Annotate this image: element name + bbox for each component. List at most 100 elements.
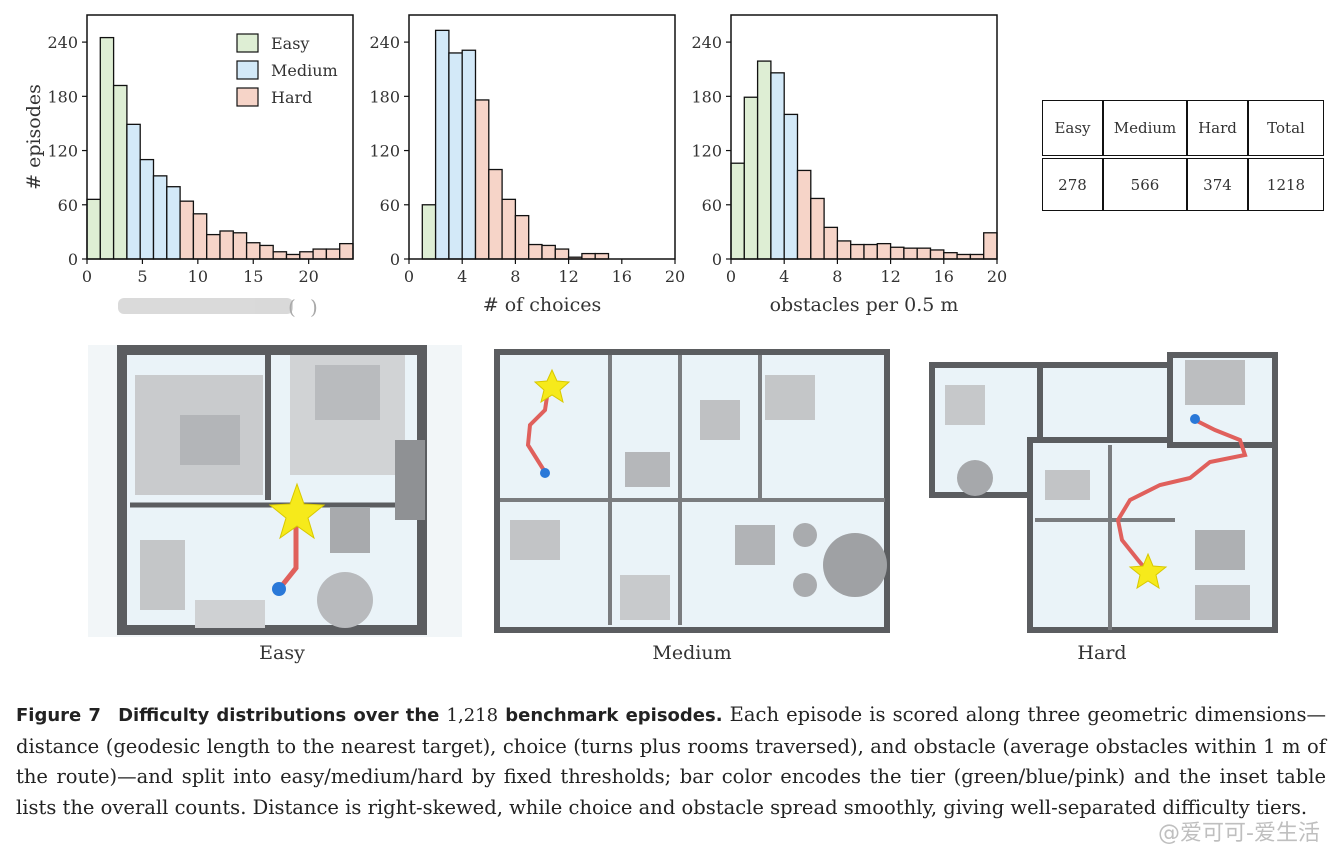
histogram-bar [272, 251, 288, 260]
histogram-bar [461, 49, 477, 260]
panel-caption-medium: Medium [652, 642, 732, 664]
y-tick-label: 60 [58, 196, 78, 215]
x-tick-label: 4 [779, 267, 789, 286]
table-value-total: 1218 [1248, 158, 1324, 211]
histogram-bar [903, 247, 918, 260]
histogram-bar [219, 230, 234, 260]
table-value-easy: 278 [1042, 158, 1103, 211]
watermark-text: @爱可可-爱生活 [1158, 821, 1320, 846]
panel-caption-hard: Hard [1077, 642, 1127, 664]
table-header-medium: Medium [1103, 100, 1187, 156]
figure-title: Difficulty distributions over the 1,218 … [118, 705, 723, 726]
histogram-bar [756, 60, 772, 260]
legend-label-medium: Medium [271, 61, 338, 80]
panel-caption-easy: Easy [259, 642, 305, 664]
histogram-bar [554, 248, 570, 260]
histogram-bar [206, 233, 221, 260]
y-tick-label: 0 [68, 250, 78, 269]
figure-caption: Figure 7 Difficulty distributions over t… [16, 700, 1326, 823]
table-header-hard: Hard [1187, 100, 1248, 156]
medium-floorplan [494, 349, 890, 633]
histogram-bar [730, 162, 745, 260]
histogram-bar [126, 123, 141, 260]
histogram-bar [528, 243, 543, 260]
histogram-bar [823, 226, 839, 260]
x-tick-label: 20 [665, 267, 685, 286]
histogram-bar [581, 252, 596, 260]
x-tick-label: 4 [457, 267, 467, 286]
y-tick-label: 60 [380, 196, 400, 215]
histogram-bar [152, 175, 168, 260]
x-tick-label: 12 [558, 267, 578, 286]
histogram-bar [594, 252, 610, 260]
axes-frame [86, 14, 354, 260]
counts-table: Easy Medium Hard Total 278 566 374 1218 [1042, 100, 1324, 211]
hard-floorplan [929, 352, 1278, 633]
x-axis-label: # of choices [483, 294, 602, 316]
x-tick-label: 8 [510, 267, 520, 286]
table-header-easy: Easy [1042, 100, 1103, 156]
histogram-bar [541, 244, 556, 260]
histogram-bar [112, 84, 128, 260]
histogram-bar [299, 251, 314, 260]
svg-text:(: ( [288, 295, 296, 319]
x-tick-label: 0 [404, 267, 414, 286]
histogram-bar [99, 36, 115, 260]
figure-title-post: benchmark episodes. [498, 705, 723, 726]
figure-title-pre: Difficulty distributions over the [118, 705, 447, 726]
table-header-total: Total [1248, 100, 1324, 156]
x-tick-label: 0 [726, 267, 736, 286]
histogram-bar [810, 197, 825, 260]
histogram-bar [166, 186, 181, 260]
legend-swatch-medium [236, 60, 259, 80]
axes-frame [730, 14, 998, 260]
histogram-bar [850, 243, 865, 260]
histogram-bar [434, 29, 450, 260]
histogram-bar [929, 249, 945, 260]
histogram-bar [245, 242, 261, 260]
histogram-bar [770, 72, 785, 260]
y-axis-label: # episodes [23, 84, 45, 190]
histogram-bar [86, 198, 101, 260]
x-tick-label: 5 [137, 267, 147, 286]
choices-histogram: 0 4 8 12 16 20 0 60 120 180 240 # of choices [369, 14, 685, 316]
histogram-bar [448, 52, 463, 260]
histogram-bar [312, 248, 328, 260]
x-tick-label: 16 [612, 267, 632, 286]
histogram-bar [259, 244, 274, 260]
histogram-bar [192, 213, 208, 260]
histogram-bar [514, 214, 530, 260]
y-tick-label: 180 [691, 87, 722, 106]
y-tick-label: 120 [369, 142, 400, 161]
y-tick-label: 0 [390, 250, 400, 269]
table-value-hard: 374 [1187, 158, 1248, 211]
legend-swatch-easy [236, 33, 259, 53]
histogram-bar [501, 198, 517, 260]
x-tick-label: 20 [298, 267, 318, 286]
figure-caption-body: Each episode is scored along three geome… [16, 703, 1326, 819]
histogram-bar [474, 99, 490, 260]
y-tick-label: 180 [47, 87, 78, 106]
histogram-bar [876, 242, 892, 260]
histogram-bar [339, 242, 354, 260]
x-tick-label: 0 [82, 267, 92, 286]
x-tick-label: 10 [188, 267, 208, 286]
y-tick-label: 180 [369, 87, 400, 106]
x-tick-label: 12 [880, 267, 900, 286]
y-tick-label: 240 [691, 33, 722, 52]
histogram-bar [139, 158, 155, 260]
y-tick-label: 240 [369, 33, 400, 52]
y-tick-label: 120 [691, 142, 722, 161]
legend-label-easy: Easy [271, 34, 309, 53]
histogram-bar [179, 200, 195, 260]
histogram-bar [889, 246, 905, 260]
figure-label: Figure 7 [16, 705, 101, 726]
y-tick-label: 120 [47, 142, 78, 161]
histogram-bar [232, 232, 248, 260]
y-tick-label: 60 [702, 196, 722, 215]
x-axis-label: obstacles per 0.5 m [770, 294, 959, 316]
table-value-medium: 566 [1103, 158, 1187, 211]
